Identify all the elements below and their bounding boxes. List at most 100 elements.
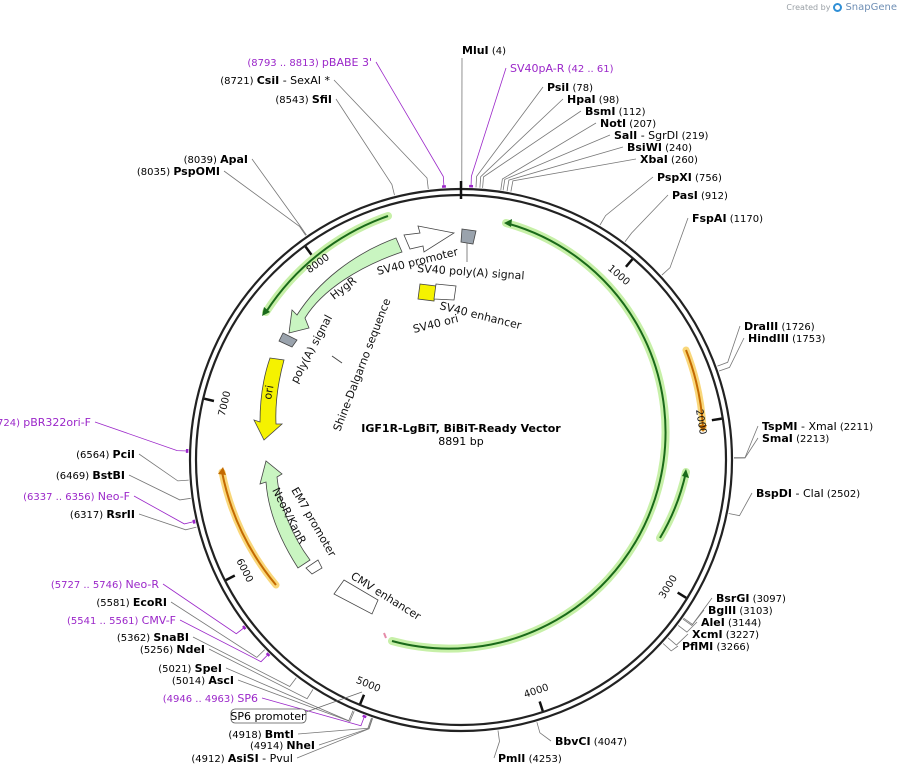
enzyme-name: DraIII [744, 320, 778, 333]
enzyme-name: BstBI [92, 469, 125, 482]
enzyme-name: PciI [113, 448, 135, 461]
leader-line [661, 217, 689, 276]
leader-line [482, 110, 582, 188]
enzyme-name: SpeI [195, 662, 222, 675]
leader-line [502, 134, 611, 191]
enzyme-site-label[interactable]: (4918) BmtI [228, 728, 294, 741]
enzyme-name: AleI [701, 616, 725, 629]
sv40-enhancer-box[interactable] [433, 283, 457, 301]
enzyme-site-label[interactable]: (5581) EcoRI [96, 596, 167, 609]
primer-label[interactable]: SV40pA-R (42 .. 61) [510, 62, 614, 75]
enzyme-site-label[interactable]: SmaI (2213) [762, 432, 829, 445]
enzyme-site-label[interactable]: SalI - SgrDI (219) [614, 129, 709, 142]
enzyme-site-label[interactable]: (5362) SnaBI [117, 631, 189, 644]
leader-line [493, 730, 500, 759]
enzyme-site-label[interactable]: (5014) AscI [172, 674, 234, 687]
orange-arc-left[interactable] [221, 471, 277, 586]
primer-label[interactable]: (4946 .. 4963) SP6 [163, 692, 258, 705]
enzyme-site-label[interactable]: PasI (912) [672, 189, 728, 202]
enzyme-site-label[interactable]: MluI (4) [462, 44, 506, 57]
enzyme-site-label[interactable]: XbaI (260) [640, 153, 698, 166]
enzyme-name: HindIII [748, 332, 789, 345]
enzyme-name: NheI [286, 739, 315, 752]
primer-label[interactable]: (5727 .. 5746) Neo-R [51, 578, 160, 591]
leader-line [261, 697, 366, 727]
em7-promoter-arrow[interactable] [305, 559, 323, 575]
app-name: SnapGene [845, 2, 897, 13]
enzyme-site-label[interactable]: (5021) SpeI [158, 662, 222, 675]
primer-name: pBABE 3' [322, 56, 372, 69]
enzyme-position: (4253) [525, 754, 562, 765]
enzyme-site-label[interactable]: (6469) BstBI [56, 469, 125, 482]
enzyme-site-label[interactable]: HpaI (98) [567, 93, 619, 106]
primer-range: (5541 .. 5561) [67, 616, 142, 627]
leader-line [223, 170, 307, 236]
enzyme-site-label[interactable]: PmlI (4253) [498, 752, 562, 765]
primer-label[interactable]: (6337 .. 6356) Neo-F [23, 490, 130, 503]
enzyme-site-label[interactable]: HindIII (1753) [748, 332, 825, 345]
sv40-ori-box[interactable] [417, 283, 437, 302]
polya-signal-box[interactable] [278, 332, 298, 348]
sv40-polya-box[interactable] [460, 228, 477, 245]
enzyme-position: (4918) [228, 730, 264, 741]
feature-label-sv40-ori: SV40 ori [412, 312, 460, 336]
enzyme-site-label[interactable]: BsrGI (3097) [716, 592, 786, 605]
enzyme-position: (1726) [778, 322, 815, 333]
enzyme-site-label[interactable]: DraIII (1726) [744, 320, 815, 333]
enzyme-site-label[interactable]: TspMI - XmaI (2211) [762, 420, 873, 433]
enzyme-site-label[interactable]: (8721) CsiI - SexAI * [220, 74, 330, 87]
sv40-promoter-arrow[interactable] [403, 225, 456, 253]
leader-line [475, 86, 544, 188]
enzyme-position: (2213) [793, 434, 830, 445]
enzyme-name: PflMI [682, 640, 713, 653]
primer-label[interactable]: (8793 .. 8813) pBABE 3' [247, 56, 372, 69]
tick-mark [359, 694, 366, 705]
enzyme-site-label[interactable]: BglII (3103) [708, 604, 773, 617]
enzyme-site-label[interactable]: BbvCI (4047) [555, 735, 627, 748]
ori-arrow[interactable] [253, 357, 285, 441]
enzyme-position: (3097) [749, 594, 786, 605]
enzyme-site-label[interactable]: XcmI (3227) [692, 628, 759, 641]
enzyme-site-label[interactable]: (8035) PspOMI [137, 165, 220, 178]
enzyme-site-label[interactable]: FspAI (1170) [692, 212, 763, 225]
leader-line [192, 636, 297, 688]
enzyme-site-label[interactable]: PflMI (3266) [682, 640, 750, 653]
enzyme-site-label[interactable]: NotI (207) [600, 117, 656, 130]
enzyme-name: BspDI [756, 487, 792, 500]
enzyme-site-label[interactable]: (6317) RsrII [70, 508, 135, 521]
orf-arc-right[interactable] [391, 222, 667, 650]
enzyme-position: (8721) [220, 76, 256, 87]
orf-arc-topleft[interactable] [265, 215, 389, 313]
primer-label[interactable]: (5541 .. 5561) CMV-F [67, 614, 176, 627]
enzyme-position: (1753) [789, 334, 826, 345]
enzyme-site-label[interactable]: BsmI (112) [585, 105, 646, 118]
enzyme-site-label[interactable]: (6564) PciI [76, 448, 135, 461]
leader-line [500, 122, 597, 190]
tick-mark [225, 574, 236, 582]
neor-kanr-arrow[interactable] [259, 460, 311, 569]
enzyme-site-label[interactable]: PsiI (78) [547, 81, 593, 94]
enzyme-site-label[interactable]: (4912) AsiSI - PvuI [191, 752, 293, 765]
enzyme-name: XbaI [640, 153, 668, 166]
hygr-arrow[interactable] [288, 237, 403, 334]
orange-arrowhead-left [218, 467, 226, 475]
snapgene-branding: Created by SnapGene [786, 2, 897, 13]
primer-range: (4946 .. 4963) [163, 694, 238, 705]
enzyme-site-label[interactable]: BsiWI (240) [627, 141, 692, 154]
enzyme-position: (207) [626, 119, 656, 130]
enzyme-site-label[interactable]: (8543) SfiI [275, 93, 332, 106]
enzyme-position: (3266) [713, 642, 750, 653]
enzyme-site-label[interactable]: PspXI (756) [657, 171, 722, 184]
primer-label[interactable]: (6705 .. 6724) pBR322ori-F [0, 416, 91, 429]
enzyme-extra: - PvuI [259, 752, 293, 765]
enzyme-site-label[interactable]: (8039) ApaI [184, 153, 248, 166]
enzyme-site-label[interactable]: AleI (3144) [701, 616, 761, 629]
leader-line [728, 492, 753, 517]
cmv-enhancer-box[interactable] [333, 579, 379, 615]
sp6-promoter-label: SP6 promoter [230, 691, 363, 724]
enzyme-site-label[interactable]: BspDI - ClaI (2502) [756, 487, 860, 500]
orange-arc-right[interactable] [685, 349, 704, 429]
enzyme-site-label[interactable]: (4914) NheI [250, 739, 315, 752]
enzyme-site-label[interactable]: (5256) NdeI [140, 643, 205, 656]
